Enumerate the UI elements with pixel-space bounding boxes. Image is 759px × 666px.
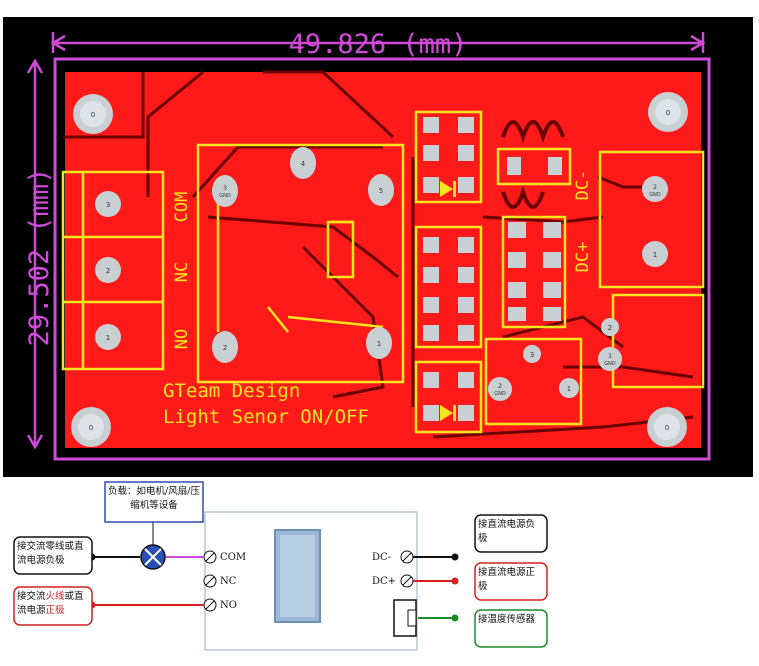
wire-node xyxy=(451,577,459,585)
terminal-block-silkscreen xyxy=(61,110,705,434)
wiring-diagram: COM NC NO DC- DC+ 负载：如电机/风扇/压缩机等设备 接交流零线… xyxy=(13,481,548,651)
smd-pads xyxy=(423,117,562,421)
load-callout xyxy=(104,481,204,523)
pad-number: 5 xyxy=(379,187,383,195)
height-dimension-line xyxy=(26,58,44,450)
pad-number: 0 xyxy=(89,424,93,432)
dc-pads: 2 GND 1 2 1 GND 3 2 GND 1 xyxy=(488,176,668,401)
pcb-layout-panel: 49.826 (mm) 29.502 (mm) 0 0 0 0 xyxy=(3,17,753,477)
sensor-callout-text: 接温度传感器 xyxy=(478,614,536,625)
terminal-nc-label: NC xyxy=(220,576,237,587)
pad-gnd: GND xyxy=(219,193,231,199)
mounting-holes: 0 0 0 0 xyxy=(71,92,688,447)
pad-number: 1 xyxy=(608,353,612,360)
load-icon xyxy=(140,544,166,570)
pad-number: 2 xyxy=(498,383,502,390)
dc-negative-callout-text: 接直流电源负极 xyxy=(478,519,536,544)
pad-number: 2 xyxy=(106,267,110,275)
pin-label-no: NO xyxy=(172,329,192,349)
pad-gnd: GND xyxy=(649,192,661,198)
neutral-callout xyxy=(13,536,93,575)
pad-number: 4 xyxy=(301,160,306,168)
wire-node xyxy=(451,553,459,561)
pad-number: 2 xyxy=(653,184,657,191)
pin-label-nc: NC xyxy=(172,262,192,282)
caption-line-2: Light Senor ON/OFF xyxy=(163,406,369,428)
width-dimension-text: 49.826 (mm) xyxy=(289,29,468,60)
pad-number: 0 xyxy=(91,111,95,119)
pad-number: 3 xyxy=(530,351,534,359)
neutral-callout-text: 接交流零线或直流电源负极 xyxy=(17,541,84,566)
pad-number: 1 xyxy=(653,251,657,259)
pad-number: 3 xyxy=(106,201,110,209)
pad-number: 1 xyxy=(106,334,110,342)
sensor-traces xyxy=(501,120,565,209)
pad-number: 1 xyxy=(377,340,381,348)
power-label-dcminus: DC- xyxy=(573,170,593,201)
relay-face xyxy=(280,535,315,617)
terminal-dcplus-label: DC+ xyxy=(372,576,396,587)
dc-negative-callout xyxy=(474,514,548,553)
pad-number: 1 xyxy=(567,385,571,393)
pad-gnd: GND xyxy=(604,361,616,367)
terminal-no-label: NO xyxy=(220,600,237,611)
pad-number: 2 xyxy=(223,344,227,352)
live-callout-text: 接交流火线或直流电源正极 xyxy=(17,591,84,616)
caption-line-1: GTeam Design xyxy=(163,380,300,402)
pad-number: 2 xyxy=(608,324,612,332)
relay-pads: 3 GND 4 5 2 1 xyxy=(212,147,394,363)
dc-positive-callout-text: 接直流电源正极 xyxy=(478,567,536,592)
live-callout xyxy=(13,586,93,626)
dc-positive-callout xyxy=(474,562,548,601)
diode-symbols xyxy=(440,181,456,421)
pad-number: 0 xyxy=(666,109,670,117)
board-outline xyxy=(53,57,711,461)
pad-number: 3 xyxy=(223,185,227,192)
pad-number: 0 xyxy=(665,424,669,432)
terminal-com-label: COM xyxy=(220,552,246,563)
terminal-pads: 3 2 1 xyxy=(95,191,121,350)
sensor-callout xyxy=(474,609,548,648)
pad-gnd: GND xyxy=(494,391,506,397)
pin-label-com: COM xyxy=(172,192,192,223)
terminal-screws-left xyxy=(203,550,217,612)
power-label-dcplus: DC+ xyxy=(573,242,593,273)
terminal-dcminus-label: DC- xyxy=(372,552,391,563)
pcb-drawing: 49.826 (mm) 29.502 (mm) 0 0 0 0 xyxy=(24,29,711,461)
load-callout-text: 负载：如电机/风扇/压缩机等设备 xyxy=(108,486,200,511)
wire-node xyxy=(451,614,459,622)
sensor-slot xyxy=(407,609,417,627)
width-dimension-line xyxy=(50,32,706,53)
height-dimension-text: 29.502 (mm) xyxy=(24,168,55,347)
